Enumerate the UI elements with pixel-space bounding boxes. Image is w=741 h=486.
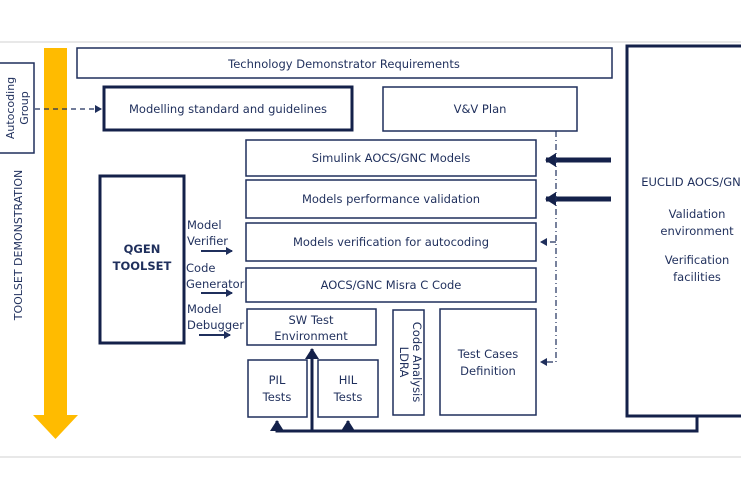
- sw-test-environment-box: SW Test Environment: [246, 308, 377, 346]
- test-feedback-lines: [270, 348, 699, 433]
- svg-text:Simulink AOCS/GNC Models: Simulink AOCS/GNC Models: [312, 151, 471, 165]
- svg-text:Technology Demonstrator Requir: Technology Demonstrator Requirements: [227, 57, 460, 71]
- verification-autocoding-box: Models verification for autocoding: [245, 222, 537, 262]
- svg-text:Code Analysis: Code Analysis: [410, 322, 424, 402]
- svg-text:facilities: facilities: [673, 270, 721, 284]
- toolset-demonstration-arrow: [33, 48, 78, 439]
- svg-text:LDRA: LDRA: [397, 347, 411, 378]
- svg-text:Model: Model: [187, 302, 222, 316]
- svg-text:EUCLID AOCS/GNC: EUCLID AOCS/GNC: [641, 175, 741, 189]
- misra-c-code-box: AOCS/GNC Misra C Code: [245, 267, 537, 303]
- requirements-box: Technology Demonstrator Requirements: [76, 47, 613, 79]
- tool-labels: Model Verifier Code Generator Model Debu…: [186, 218, 245, 332]
- svg-text:Generator: Generator: [186, 277, 245, 291]
- svg-text:Code: Code: [186, 261, 215, 275]
- tool-arrows: [199, 247, 233, 339]
- euclid-box: EUCLID AOCS/GNC Validation environment V…: [625, 44, 741, 418]
- svg-text:Autocoding: Autocoding: [4, 77, 17, 139]
- performance-validation-box: Models performance validation: [245, 179, 537, 219]
- svg-text:environment: environment: [660, 224, 734, 238]
- simulink-models-box: Simulink AOCS/GNC Models: [245, 139, 537, 177]
- qgen-toolset-box: QGEN TOOLSET: [98, 174, 186, 345]
- side-label: TOOLSET DEMONSTRATION: [12, 170, 25, 322]
- hil-tests-box: HIL Tests: [317, 359, 379, 418]
- autocoding-group-box: Autocoding Group: [0, 62, 35, 154]
- svg-text:QGEN: QGEN: [124, 242, 161, 256]
- euclid-arrows: [545, 153, 611, 206]
- svg-text:Modelling standard and guideli: Modelling standard and guidelines: [129, 102, 327, 116]
- svg-text:AOCS/GNC Misra C Code: AOCS/GNC Misra C Code: [321, 278, 462, 292]
- svg-text:Tests: Tests: [333, 390, 363, 404]
- vv-plan-box: V&V Plan: [382, 86, 578, 132]
- svg-text:Test Cases: Test Cases: [457, 347, 518, 361]
- svg-text:Group: Group: [18, 91, 31, 125]
- code-analysis-box: Code Analysis LDRA: [392, 309, 425, 416]
- svg-text:HIL: HIL: [339, 373, 358, 387]
- modelling-standard-box: Modelling standard and guidelines: [102, 85, 354, 132]
- svg-text:Debugger: Debugger: [187, 318, 244, 332]
- svg-text:Validation: Validation: [669, 207, 726, 221]
- svg-text:PIL: PIL: [269, 373, 286, 387]
- vv-dashdot-lines: [540, 131, 557, 366]
- svg-text:Tests: Tests: [262, 390, 292, 404]
- svg-text:Environment: Environment: [274, 329, 348, 343]
- test-cases-box: Test Cases Definition: [439, 308, 537, 416]
- svg-text:Verifier: Verifier: [187, 234, 228, 248]
- svg-text:Models performance validation: Models performance validation: [302, 192, 480, 206]
- svg-text:V&V Plan: V&V Plan: [454, 102, 507, 116]
- svg-text:Definition: Definition: [460, 364, 516, 378]
- svg-text:TOOLSET: TOOLSET: [113, 259, 172, 273]
- pil-tests-box: PIL Tests: [247, 359, 308, 418]
- svg-text:Model: Model: [187, 218, 222, 232]
- svg-text:Verification: Verification: [665, 253, 730, 267]
- svg-text:SW Test: SW Test: [289, 313, 334, 327]
- svg-text:Models verification for autoco: Models verification for autocoding: [293, 235, 489, 249]
